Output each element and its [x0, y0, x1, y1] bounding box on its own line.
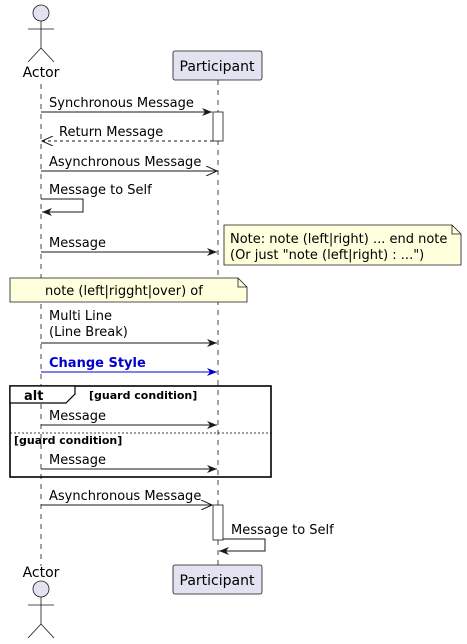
- self-message-2-label: Message to Self: [231, 523, 334, 538]
- activation-bar: [212, 111, 224, 142]
- return-message-label: Return Message: [59, 125, 163, 140]
- participant-top: Participant: [172, 50, 263, 81]
- alt-fragment: alt [guard condition] [guard condition]: [9, 385, 272, 478]
- self-message-label: Message to Self: [49, 183, 152, 198]
- actor-label-top: Actor: [23, 65, 60, 81]
- note-right-line2: (Or just "note (left|right) : ..."): [230, 248, 424, 263]
- message-label: Message: [49, 236, 106, 251]
- participant-label-bottom: Participant: [180, 573, 255, 589]
- multiline-message-line2: (Line Break): [49, 325, 128, 340]
- alt-guard-2: [guard condition]: [14, 434, 122, 447]
- style-message-label: Change Style: [49, 356, 146, 371]
- alt-keyword: alt: [24, 389, 43, 404]
- alt-message-1-label: Message: [49, 409, 106, 424]
- alt-guard-1: [guard condition]: [89, 389, 197, 402]
- activation-bar-2: [212, 504, 224, 541]
- self-message-2-arrow: [219, 538, 266, 555]
- participant-bottom: Participant: [172, 564, 263, 595]
- note-over-text: note (left|rigght|over) of: [45, 284, 203, 299]
- multiline-message-line1: Multi Line: [49, 309, 112, 324]
- actor-top: Actor: [23, 4, 60, 81]
- note-right: Note: note (left|right) ... end note (Or…: [223, 224, 462, 266]
- self-message-arrow: [41, 198, 84, 216]
- note-over: note (left|rigght|over) of: [9, 277, 248, 303]
- alt-message-2-label: Message: [49, 453, 106, 468]
- participant-label-top: Participant: [180, 59, 255, 75]
- async-message-label: Asynchronous Message: [49, 155, 201, 170]
- actor-bottom: Actor: [23, 565, 60, 639]
- sync-message-label: Synchronous Message: [49, 96, 194, 111]
- actor-label-bottom: Actor: [23, 565, 60, 581]
- note-right-line1: Note: note (left|right) ... end note: [230, 232, 447, 247]
- actor-head-icon: [32, 4, 50, 22]
- actor-head-icon-bottom: [32, 580, 50, 598]
- async-message-2-label: Asynchronous Message: [49, 489, 201, 504]
